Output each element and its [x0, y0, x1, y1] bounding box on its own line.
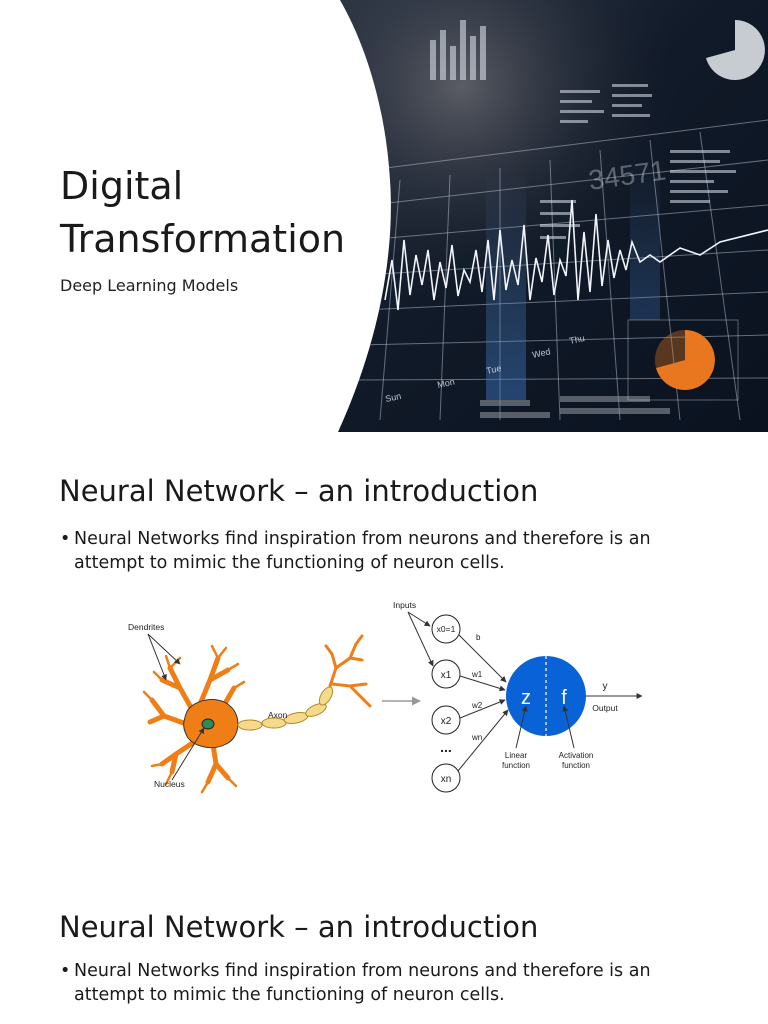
input-node — [431, 763, 461, 793]
artificial-neuron: Inputs x0=1 x1 x2 xn ... — [393, 600, 643, 793]
day-label: Thu — [568, 333, 585, 346]
content-slide: Neural Network – an introduction • Neura… — [0, 448, 768, 880]
linear-function-label: Linear — [505, 751, 528, 760]
bullet-icon: • — [60, 961, 71, 981]
f-label: f — [561, 687, 567, 709]
node-label: x0=1 — [437, 624, 456, 634]
node-label: xn — [441, 774, 452, 785]
input-node — [431, 705, 461, 735]
bullet-point: • Neural Networks find inspiration from … — [60, 527, 700, 575]
day-label: Tue — [485, 363, 502, 376]
axon-label: Axon — [268, 710, 288, 720]
day-label: Wed — [531, 346, 551, 360]
neuron-illustration: Dendrites Axon Nucleus — [128, 622, 372, 794]
dendrites-label: Dendrites — [128, 622, 164, 632]
title-line: Digital — [60, 164, 184, 208]
weight-label: wn — [471, 733, 482, 742]
activation-function-label: Activation — [559, 751, 594, 760]
slide-title: Digital Transformation — [60, 160, 345, 266]
day-label: Sun — [384, 391, 402, 404]
linear-function-label: function — [502, 761, 530, 770]
input-node — [431, 614, 461, 644]
bullet-text: Neural Networks find inspiration from ne… — [74, 961, 651, 1005]
z-label: z — [521, 687, 531, 709]
content-slide: Neural Network – an introduction • Neura… — [0, 880, 768, 1024]
weight-label: w1 — [471, 670, 483, 679]
title-slide: Sun Mon Tue Wed Thu 34571 Digital Transf… — [0, 0, 768, 432]
data-dashboard-image: Sun Mon Tue Wed Thu 34571 — [338, 0, 768, 432]
y-label: y — [603, 681, 608, 692]
nucleus-label: Nucleus — [154, 779, 185, 789]
node-label: x2 — [441, 716, 452, 727]
bullet-icon: • — [60, 529, 71, 549]
weight-label: w2 — [471, 701, 483, 710]
slide-subtitle: Deep Learning Models — [60, 276, 239, 295]
weight-label: b — [476, 633, 481, 642]
input-node — [431, 659, 461, 689]
output-label: Output — [592, 703, 618, 713]
bullet-text: Neural Networks find inspiration from ne… — [74, 529, 651, 573]
inputs-label: Inputs — [393, 600, 416, 610]
bullet-point: • Neural Networks find inspiration from … — [60, 959, 700, 1007]
node-label: x1 — [441, 670, 452, 681]
ellipsis-label: ... — [440, 739, 452, 755]
day-label: Mon — [436, 377, 455, 390]
slide-title: Neural Network – an introduction — [59, 910, 539, 944]
title-line: Transformation — [60, 217, 346, 261]
slide-title: Neural Network – an introduction — [59, 474, 539, 508]
activation-function-label: function — [562, 761, 590, 770]
neuron-network-diagram: Dendrites Axon Nucleus Inputs x0=1 x1 — [128, 600, 643, 794]
